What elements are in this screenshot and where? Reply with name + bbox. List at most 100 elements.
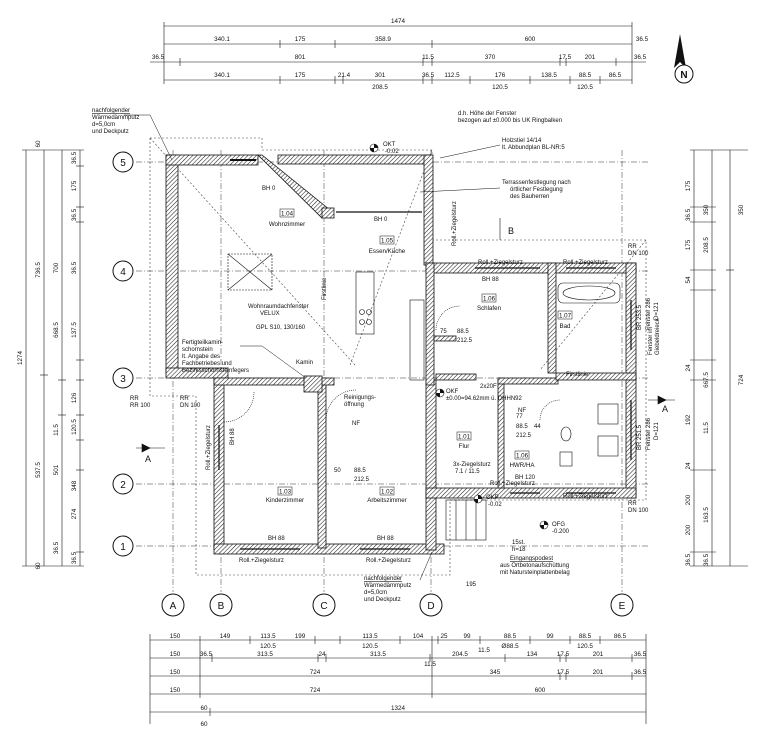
level-okt: OKT -0.02 bbox=[369, 142, 399, 155]
level-value: -0.02 bbox=[385, 149, 399, 155]
dim-label: 150 bbox=[170, 633, 181, 640]
dim-label: 120.5 bbox=[260, 643, 276, 650]
wall bbox=[547, 262, 557, 374]
dim-label: 667.5 bbox=[703, 372, 710, 388]
window-tag: BR 253.5 bbox=[637, 304, 643, 330]
dim-label: 11.5 bbox=[703, 422, 710, 434]
dim-label: 86.5 bbox=[614, 633, 627, 640]
bh-tag: BH 88 bbox=[230, 428, 236, 445]
window-tag: Fenster 286 bbox=[646, 417, 652, 450]
dim-label: 134 bbox=[527, 651, 538, 658]
note-line: nachfolgender bbox=[92, 108, 130, 114]
lintel-tag: Roll.+Ziegelsturz bbox=[366, 558, 411, 564]
dim-label: 60 bbox=[200, 721, 208, 728]
dim-label: 313.5 bbox=[370, 651, 386, 658]
dim-label: Ø88.5 bbox=[501, 643, 519, 650]
dim-label: 120.5 bbox=[71, 419, 78, 435]
level-okp: OKP -0.02 bbox=[473, 494, 502, 508]
toilet bbox=[560, 426, 572, 442]
dim-label: 99 bbox=[463, 633, 471, 640]
top-dimensions bbox=[150, 22, 646, 84]
dim-label: 36.5 bbox=[634, 54, 647, 61]
dim-label: 175 bbox=[295, 36, 306, 43]
dim-label: 77 bbox=[516, 414, 523, 420]
dim-label: 36.5 bbox=[200, 651, 213, 658]
rr-tag: RR bbox=[628, 501, 637, 507]
note-waermedaemm-bottom: nachfolgender Wärmedämmputz d=5,0cm und … bbox=[364, 551, 433, 603]
dim-label: 54 bbox=[685, 276, 692, 284]
note-line: ±0.00=94.62mm ü. DHHN92 bbox=[446, 396, 522, 402]
note-line: und Deckputz bbox=[92, 129, 129, 135]
dim-label: 201 bbox=[585, 54, 596, 61]
grid-col-label: C bbox=[320, 601, 327, 612]
lintel-tag: Roll.+Ziegelsturz bbox=[490, 481, 535, 487]
grid-row-label: 3 bbox=[120, 374, 126, 385]
dim-label: 36.5 bbox=[685, 553, 692, 566]
note-terrassen: Terrassenfestlegung nach örtlicher Festl… bbox=[419, 180, 571, 200]
kitchen-counter bbox=[355, 271, 375, 335]
dim-label: 208.5 bbox=[703, 237, 710, 253]
lintel-tag: Roll.+Ziegelsturz bbox=[563, 494, 608, 500]
note-line: Bezirksschornsteinfegers bbox=[182, 368, 249, 374]
bh-tag: BH 0 bbox=[374, 217, 388, 223]
dim-label: 112.5 bbox=[444, 72, 460, 79]
window-tag: BR 251.5 bbox=[637, 424, 643, 450]
nf-tag: NF bbox=[518, 408, 526, 414]
dim-label: 350 bbox=[738, 204, 745, 215]
nf-tag: NF bbox=[352, 421, 360, 427]
dim-label: 113.5 bbox=[362, 633, 378, 640]
note-line: Wärmedämmputz bbox=[364, 583, 411, 589]
room-number: 1.02 bbox=[381, 489, 394, 496]
bh-tag: BH 0 bbox=[262, 186, 276, 192]
room-number: 1.01 bbox=[458, 434, 471, 441]
dim-label: 200 bbox=[685, 494, 692, 505]
note-line: GPL S10, 130/160 bbox=[256, 325, 306, 331]
rr-tag: RR bbox=[130, 396, 139, 402]
dim-label: 668.5 bbox=[53, 322, 60, 338]
dim-label: 11.5 bbox=[422, 54, 434, 61]
dim-label: 212.5 bbox=[354, 477, 370, 483]
note-line: Wohnraumdachfenster bbox=[248, 304, 309, 310]
room-name: Bad bbox=[559, 323, 571, 330]
wall bbox=[213, 377, 335, 386]
section-label: A bbox=[662, 404, 668, 414]
dim-label: 88.5 bbox=[579, 72, 592, 79]
grid-row-label: 1 bbox=[120, 542, 126, 553]
note-eingangspodest: Eingangspodest aus Ortbetonaufschüttung … bbox=[500, 556, 570, 576]
grid-row-markers: 5 4 3 2 1 bbox=[112, 151, 134, 557]
note-line: Terrassenfestlegung nach bbox=[502, 180, 571, 186]
section-label: B bbox=[508, 226, 514, 236]
level-label: OKP bbox=[486, 495, 499, 501]
dim-label: 17.5 bbox=[557, 651, 570, 658]
wall bbox=[433, 335, 457, 342]
bottom-dimensions bbox=[149, 634, 647, 724]
wall bbox=[303, 375, 323, 393]
dim-label: 274 bbox=[71, 508, 78, 519]
lintel-tag: Roll.+Ziegelsturz bbox=[452, 201, 458, 246]
note-line: Reinigungs- bbox=[344, 395, 376, 401]
bh-tag: BH 120 bbox=[515, 475, 536, 481]
wall bbox=[321, 207, 335, 219]
dim-label: 176 bbox=[495, 72, 506, 79]
room-number: 1.07 bbox=[559, 313, 572, 320]
dim-label: 700 bbox=[53, 262, 60, 273]
room-number: 1.06 bbox=[516, 453, 529, 460]
dim-label: 175 bbox=[685, 239, 692, 250]
dim-label: 201 bbox=[593, 651, 604, 658]
note-line: schornstein bbox=[182, 347, 213, 353]
dim-label: 36.5 bbox=[636, 36, 649, 43]
roof-outline bbox=[149, 137, 647, 576]
note-line: d=5,0cm bbox=[364, 590, 387, 596]
velux-window bbox=[227, 253, 273, 291]
dim-label: 36.5 bbox=[703, 553, 710, 566]
dim-label: 11.5 bbox=[53, 424, 60, 436]
dim-label: 358.9 bbox=[375, 36, 391, 43]
grid-row-label: 5 bbox=[120, 158, 126, 169]
grid-row-label: 2 bbox=[120, 480, 126, 491]
dim-label: 600 bbox=[525, 36, 536, 43]
lintel-tag: 2x20F bbox=[480, 384, 497, 390]
level-label: OKT bbox=[383, 142, 396, 148]
dim-label: 370 bbox=[485, 54, 496, 61]
wall bbox=[165, 154, 259, 166]
note-line: Fachbetriebes und bbox=[182, 361, 232, 367]
